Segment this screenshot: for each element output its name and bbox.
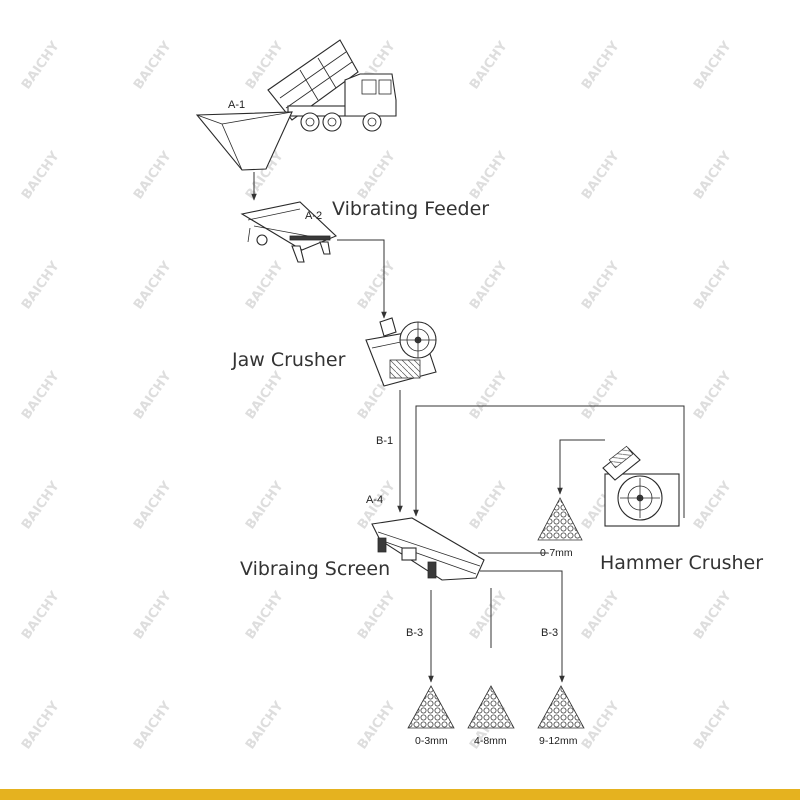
watermark-mark: BAICHY bbox=[355, 258, 399, 312]
watermark-mark: BAICHY bbox=[467, 258, 511, 312]
arrow-screen-to-pile-3 bbox=[480, 570, 565, 683]
label-jaw-crusher: Jaw Crusher bbox=[231, 349, 346, 371]
watermark-mark: BAICHY bbox=[131, 148, 175, 202]
pile-0-3mm-icon bbox=[407, 685, 455, 729]
label-b3-left: B-3 bbox=[406, 627, 423, 639]
watermark-mark: BAICHY bbox=[19, 588, 63, 642]
label-pile-4-8mm: 4-8mm bbox=[474, 735, 507, 747]
watermark-mark: BAICHY bbox=[691, 698, 735, 752]
label-a4: A-4 bbox=[366, 494, 383, 506]
watermark-layer: BAICHY BAICHY BAICHY BAICHY BAICHY BAICHY BAIC… bbox=[19, 38, 735, 752]
watermark-mark: BAICHY bbox=[691, 258, 735, 312]
watermark-mark: BAICHY bbox=[243, 258, 287, 312]
pile-9-12mm-icon bbox=[537, 685, 585, 729]
watermark-mark: BAICHY bbox=[19, 258, 63, 312]
watermark-mark: BAICHY bbox=[579, 148, 623, 202]
watermark-mark: BAICHY bbox=[131, 38, 175, 92]
watermark-mark: BAICHY bbox=[19, 148, 63, 202]
pile-0-7mm-icon bbox=[537, 497, 583, 541]
watermark-mark: BAICHY bbox=[243, 478, 287, 532]
watermark-mark: BAICHY bbox=[19, 368, 63, 422]
watermark-mark: BAICHY bbox=[243, 368, 287, 422]
watermark-mark: BAICHY bbox=[131, 258, 175, 312]
label-hammer-crusher: Hammer Crusher bbox=[600, 552, 763, 574]
hopper-icon bbox=[195, 111, 293, 171]
jaw-crusher-icon bbox=[365, 317, 437, 387]
watermark-mark: BAICHY bbox=[19, 698, 63, 752]
vibrating-screen-icon bbox=[371, 517, 485, 581]
watermark-mark: BAICHY bbox=[131, 588, 175, 642]
watermark-mark: BAICHY bbox=[467, 38, 511, 92]
watermark-mark: BAICHY bbox=[243, 698, 287, 752]
watermark-mark: BAICHY bbox=[579, 698, 623, 752]
pile-4-8mm-icon bbox=[467, 685, 515, 729]
watermark-mark: BAICHY bbox=[131, 478, 175, 532]
watermark-mark: BAICHY bbox=[467, 148, 511, 202]
label-a2: A-2 bbox=[305, 210, 322, 222]
watermark-mark: BAICHY bbox=[691, 588, 735, 642]
watermark-mark: BAICHY bbox=[691, 148, 735, 202]
hammer-crusher-icon bbox=[602, 445, 680, 527]
watermark-mark: BAICHY bbox=[691, 38, 735, 92]
watermark-mark: BAICHY bbox=[579, 38, 623, 92]
watermark-mark: BAICHY bbox=[19, 38, 63, 92]
watermark-mark: BAICHY bbox=[579, 588, 623, 642]
watermark-mark: BAICHY bbox=[243, 588, 287, 642]
label-a1: A-1 bbox=[228, 99, 245, 111]
label-vibrating-feeder: Vibrating Feeder bbox=[332, 198, 489, 220]
watermark-mark: BAICHY bbox=[467, 478, 511, 532]
label-pile-0-7mm: 0-7mm bbox=[540, 547, 573, 559]
watermark-mark: BAICHY bbox=[355, 698, 399, 752]
watermark-mark: BAICHY bbox=[691, 478, 735, 532]
label-b1: B-1 bbox=[376, 435, 393, 447]
watermark-mark: BAICHY bbox=[355, 588, 399, 642]
dump-truck-icon bbox=[267, 39, 397, 132]
watermark-mark: BAICHY bbox=[131, 368, 175, 422]
watermark-mark: BAICHY bbox=[131, 698, 175, 752]
watermark-mark: BAICHY bbox=[467, 588, 511, 642]
vibrating-feeder-icon bbox=[240, 201, 337, 263]
watermark-mark: BAICHY bbox=[579, 368, 623, 422]
arrow-feeder-to-jaw-crusher bbox=[337, 239, 387, 319]
watermark-mark: BAICHY bbox=[19, 478, 63, 532]
label-pile-9-12mm: 9-12mm bbox=[539, 735, 578, 747]
label-b3-right: B-3 bbox=[541, 627, 558, 639]
watermark-mark: BAICHY bbox=[579, 258, 623, 312]
label-pile-0-3mm: 0-3mm bbox=[415, 735, 448, 747]
recycle-line bbox=[413, 405, 685, 518]
watermark-mark: BAICHY bbox=[691, 368, 735, 422]
watermark-mark: BAICHY bbox=[467, 368, 511, 422]
watermark-mark: BAICHY bbox=[355, 148, 399, 202]
arrow-hammer-to-pile bbox=[557, 439, 605, 495]
footer-bar bbox=[0, 789, 800, 800]
label-vibrating-screen: Vibraing Screen bbox=[240, 558, 390, 580]
